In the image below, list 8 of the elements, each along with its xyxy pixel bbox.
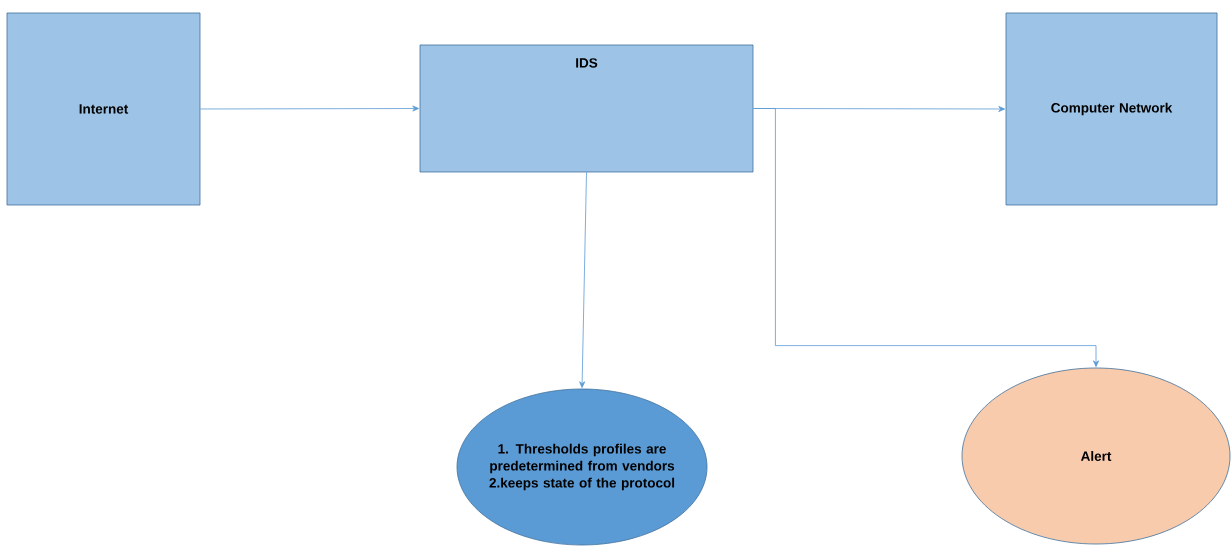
arrow [753, 108, 1099, 367]
process-box: Internet [6, 12, 201, 206]
process-box: Computer Network [1005, 12, 1218, 206]
ellipse-node: Alert [961, 367, 1231, 545]
ellipse-node: 1. Thresholds profiles are predetermined from vendors 2.keeps state of the protocol [456, 388, 708, 546]
arrow [200, 105, 419, 112]
process-box: IDS [419, 44, 754, 173]
arrow [579, 172, 587, 388]
